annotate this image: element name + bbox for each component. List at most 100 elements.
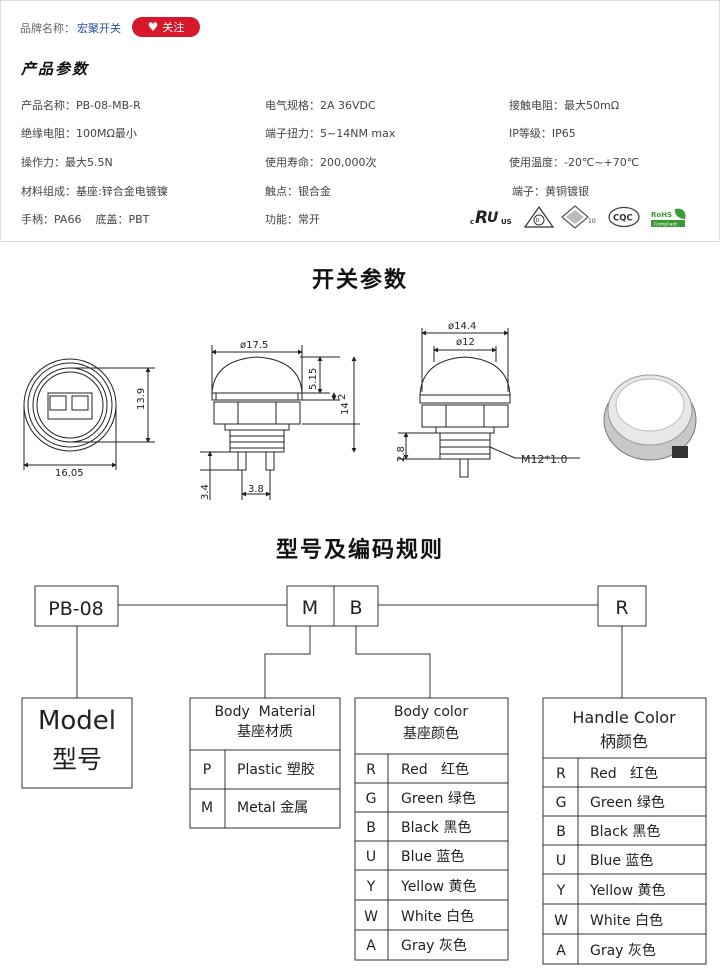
handle-name: White 白色 [590, 912, 663, 929]
svg-text:US: US [501, 218, 512, 226]
cqc-cert-logo: CQC [607, 206, 641, 228]
spec-item: 绝缘电阻：100MΩ最小 [21, 127, 137, 140]
spec-item: 端子扭力：5~14NM max [265, 127, 396, 140]
svg-text:c: c [470, 218, 474, 226]
dim-width-label: 16.05 [55, 468, 84, 479]
params-title: 产品参数 [21, 60, 90, 78]
svg-text:R: R [475, 208, 488, 228]
handle-name: Black 黑色 [590, 823, 660, 840]
handle-name: Gray 灰色 [590, 942, 656, 959]
dim-terminal-length-label: 3.4 [200, 484, 211, 500]
body-material-title-cn: 基座材质 [237, 723, 293, 740]
spec-item: 电气规格：2A 36VDC [265, 99, 376, 112]
spec-item: 端子：黄铜镀银 [512, 185, 589, 198]
svg-text:RoHS: RoHS [651, 211, 672, 219]
spec-item: 手柄：PA66 底盖：PBT [21, 213, 150, 226]
color-code: W [364, 909, 378, 925]
handle-code: G [556, 795, 567, 811]
dim-outer-diameter-label: ø14.4 [448, 321, 476, 332]
code-b-text: B [349, 597, 362, 619]
spec-item: 使用温度：-20℃~+70℃ [509, 156, 640, 169]
spec-item: 使用寿命：200,000次 [265, 156, 377, 169]
vde-cert-logo: D [523, 205, 555, 228]
color-code: R [366, 762, 376, 778]
dimension-drawings: 16.05 13.9 ø17.5 5.15 2 14 3.4 3.8 ø14.4… [23, 321, 697, 500]
color-code: U [366, 849, 376, 865]
material-code: M [201, 800, 213, 816]
handle-code: R [556, 766, 566, 782]
svg-text:D: D [536, 218, 540, 224]
handle-name: Red 红色 [590, 765, 658, 782]
color-name: White 白色 [401, 908, 474, 925]
rohs-cert-logo: RoHS Compliant [649, 206, 691, 228]
brand-row: 品牌名称： 宏聚开关 [20, 18, 121, 38]
spec-item: IP等级：IP65 [509, 127, 576, 140]
code-model-text: PB-08 [48, 598, 104, 620]
color-name: Red 红色 [401, 761, 469, 778]
svg-text:Compliant: Compliant [654, 222, 677, 228]
brand-label: 品牌名称： [20, 22, 75, 35]
dim-thread-length-label: 2.8 [396, 446, 407, 462]
follow-label: 关注 [162, 21, 185, 34]
handle-code: Y [556, 883, 566, 899]
side-view-drawing [200, 345, 360, 500]
brand-name-link[interactable]: 宏聚开关 [77, 22, 121, 35]
dim-height-label: 13.9 [136, 388, 147, 410]
dim-terminal-pitch-label: 3.8 [248, 484, 264, 495]
color-name: Blue 蓝色 [401, 848, 464, 865]
color-code: Y [366, 879, 376, 895]
dim-flange-label: 2 [337, 394, 348, 400]
heart-icon: ♥ [147, 20, 159, 34]
dim-cap-height-label: 5.15 [308, 368, 319, 390]
spec-item: 接触电阻：最大50mΩ [509, 99, 620, 112]
code-rules-title: 型号及编码规则 [275, 538, 444, 563]
spec-item: 操作力：最大5.5N [21, 156, 113, 169]
handle-code: A [556, 943, 566, 959]
color-code: G [366, 791, 377, 807]
color-name: Green 绿色 [401, 790, 476, 807]
model-en-label: Model [38, 706, 116, 736]
switch-3d-render [603, 374, 697, 461]
model-cn-label: 型号 [52, 745, 102, 774]
code-r-text: R [615, 597, 628, 619]
svg-text:U: U [487, 210, 499, 226]
handle-name: Yellow 黄色 [589, 882, 666, 899]
svg-text:CQC: CQC [613, 214, 633, 224]
handle-code: U [556, 853, 566, 869]
color-code: A [366, 938, 376, 954]
enec-cert-logo: 10 [561, 205, 597, 229]
model-box [21, 697, 133, 789]
spec-item: 触点：银合金 [265, 185, 331, 198]
handle-name: Blue 蓝色 [590, 852, 653, 869]
dim-total-height-label: 14 [340, 402, 351, 415]
material-name: Plastic 塑胶 [237, 761, 315, 778]
dim-diameter-label: ø17.5 [240, 340, 268, 351]
front-view-drawing [23, 358, 155, 470]
dim-thread-label: M12*1.0 [521, 453, 567, 466]
handle-color-title-cn: 柄颜色 [600, 732, 648, 751]
body-color-title-en: Body color [394, 704, 469, 720]
body-material-title-en: Body Material [214, 704, 315, 720]
spec-item: 材料组成：基座:锌合金电镀镍 [21, 185, 168, 198]
color-name: Yellow 黄色 [400, 878, 477, 895]
spec-item: 产品名称：PB-08-MB-R [21, 99, 141, 112]
material-code: P [203, 762, 211, 778]
body-color-title-cn: 基座颜色 [403, 725, 459, 742]
material-name: Metal 金属 [237, 800, 308, 816]
handle-code: W [554, 913, 568, 929]
section-view-drawing [398, 328, 580, 478]
switch-params-title: 开关参数 [311, 268, 408, 293]
handle-color-title-en: Handle Color [572, 708, 676, 727]
color-name: Gray 灰色 [401, 937, 467, 954]
code-diagram: PB-08 M B R Model 型号 Body Material 基座材质 … [21, 585, 707, 965]
spec-item: 功能：常开 [265, 213, 320, 226]
color-code: B [366, 820, 376, 836]
follow-button[interactable]: ♥ 关注 [132, 17, 200, 37]
dim-inner-diameter-label: ø12 [456, 337, 475, 348]
svg-text:10: 10 [588, 218, 596, 225]
handle-code: B [556, 824, 566, 840]
handle-name: Green 绿色 [590, 794, 665, 811]
ul-cert-logo: c R U US [469, 206, 515, 228]
code-m-text: M [302, 597, 318, 619]
product-info-card: 品牌名称： 宏聚开关 ♥ 关注 产品参数 产品名称：PB-08-MB-R 电气规… [0, 0, 720, 242]
